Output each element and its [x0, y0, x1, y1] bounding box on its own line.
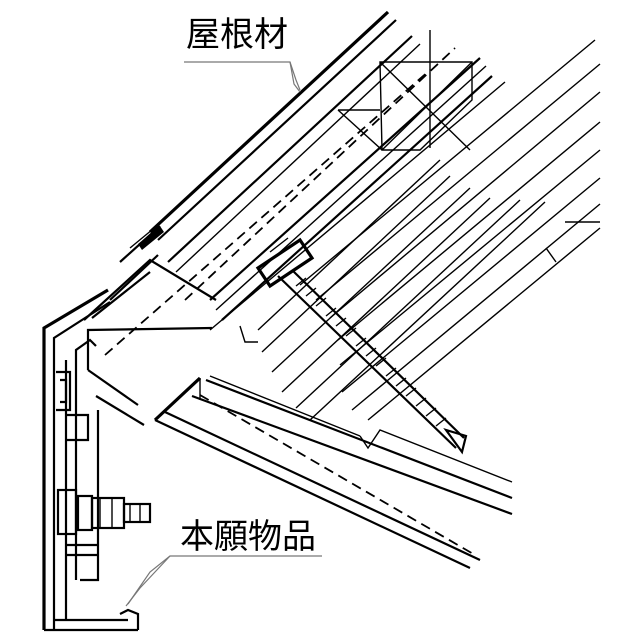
product-label: 本願物品 [180, 517, 316, 557]
roof-material-label: 屋根材 [186, 15, 288, 55]
label-product: 本願物品 [126, 517, 322, 606]
self-drilling-screw [258, 238, 466, 452]
label-roof-material: 屋根材 [184, 15, 300, 92]
bolt-and-nut [58, 490, 150, 534]
